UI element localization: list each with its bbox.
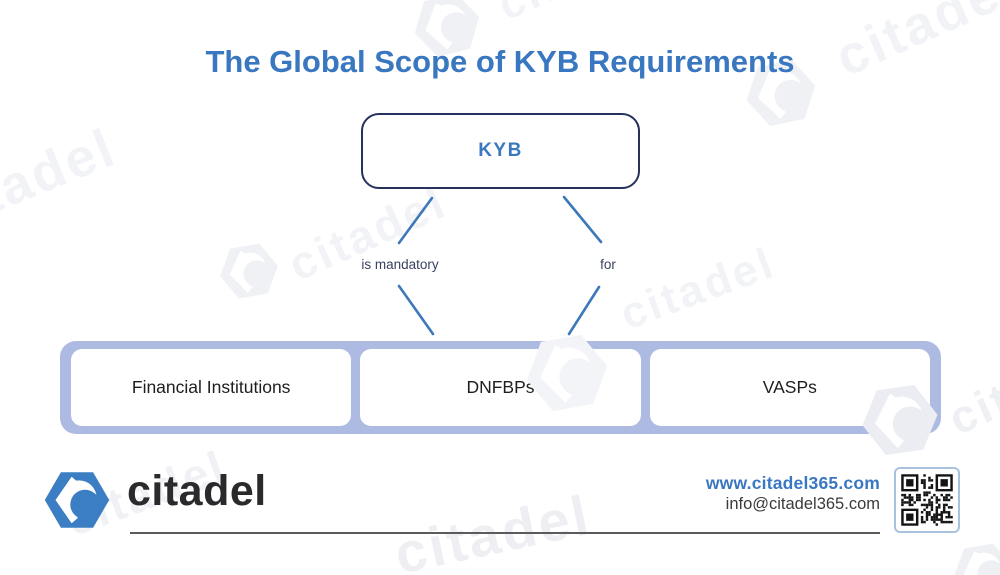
- email-text: info@citadel365.com: [725, 495, 880, 514]
- edge-label-for: for: [600, 257, 616, 272]
- contact-block: www.citadel365.com info@citadel365.com: [560, 472, 880, 516]
- kyb-node-label: KYB: [478, 140, 523, 161]
- targets-container: Financial Institutions DNFBPs VASPs: [60, 341, 941, 434]
- target-financial-institutions: Financial Institutions: [71, 349, 352, 426]
- target-dnfbps: DNFBPs: [360, 349, 641, 426]
- website-text: www.citadel365.com: [705, 473, 880, 493]
- footer-divider: [130, 532, 880, 534]
- brand-name: citadel: [127, 467, 267, 515]
- kyb-node: KYB: [361, 113, 640, 189]
- qr-code: [894, 467, 960, 533]
- citadel-logo-icon: [40, 466, 114, 534]
- target-vasps: VASPs: [649, 349, 930, 426]
- edge-label-is-mandatory: is mandatory: [361, 257, 439, 272]
- page-title: The Global Scope of KYB Requirements: [205, 44, 795, 79]
